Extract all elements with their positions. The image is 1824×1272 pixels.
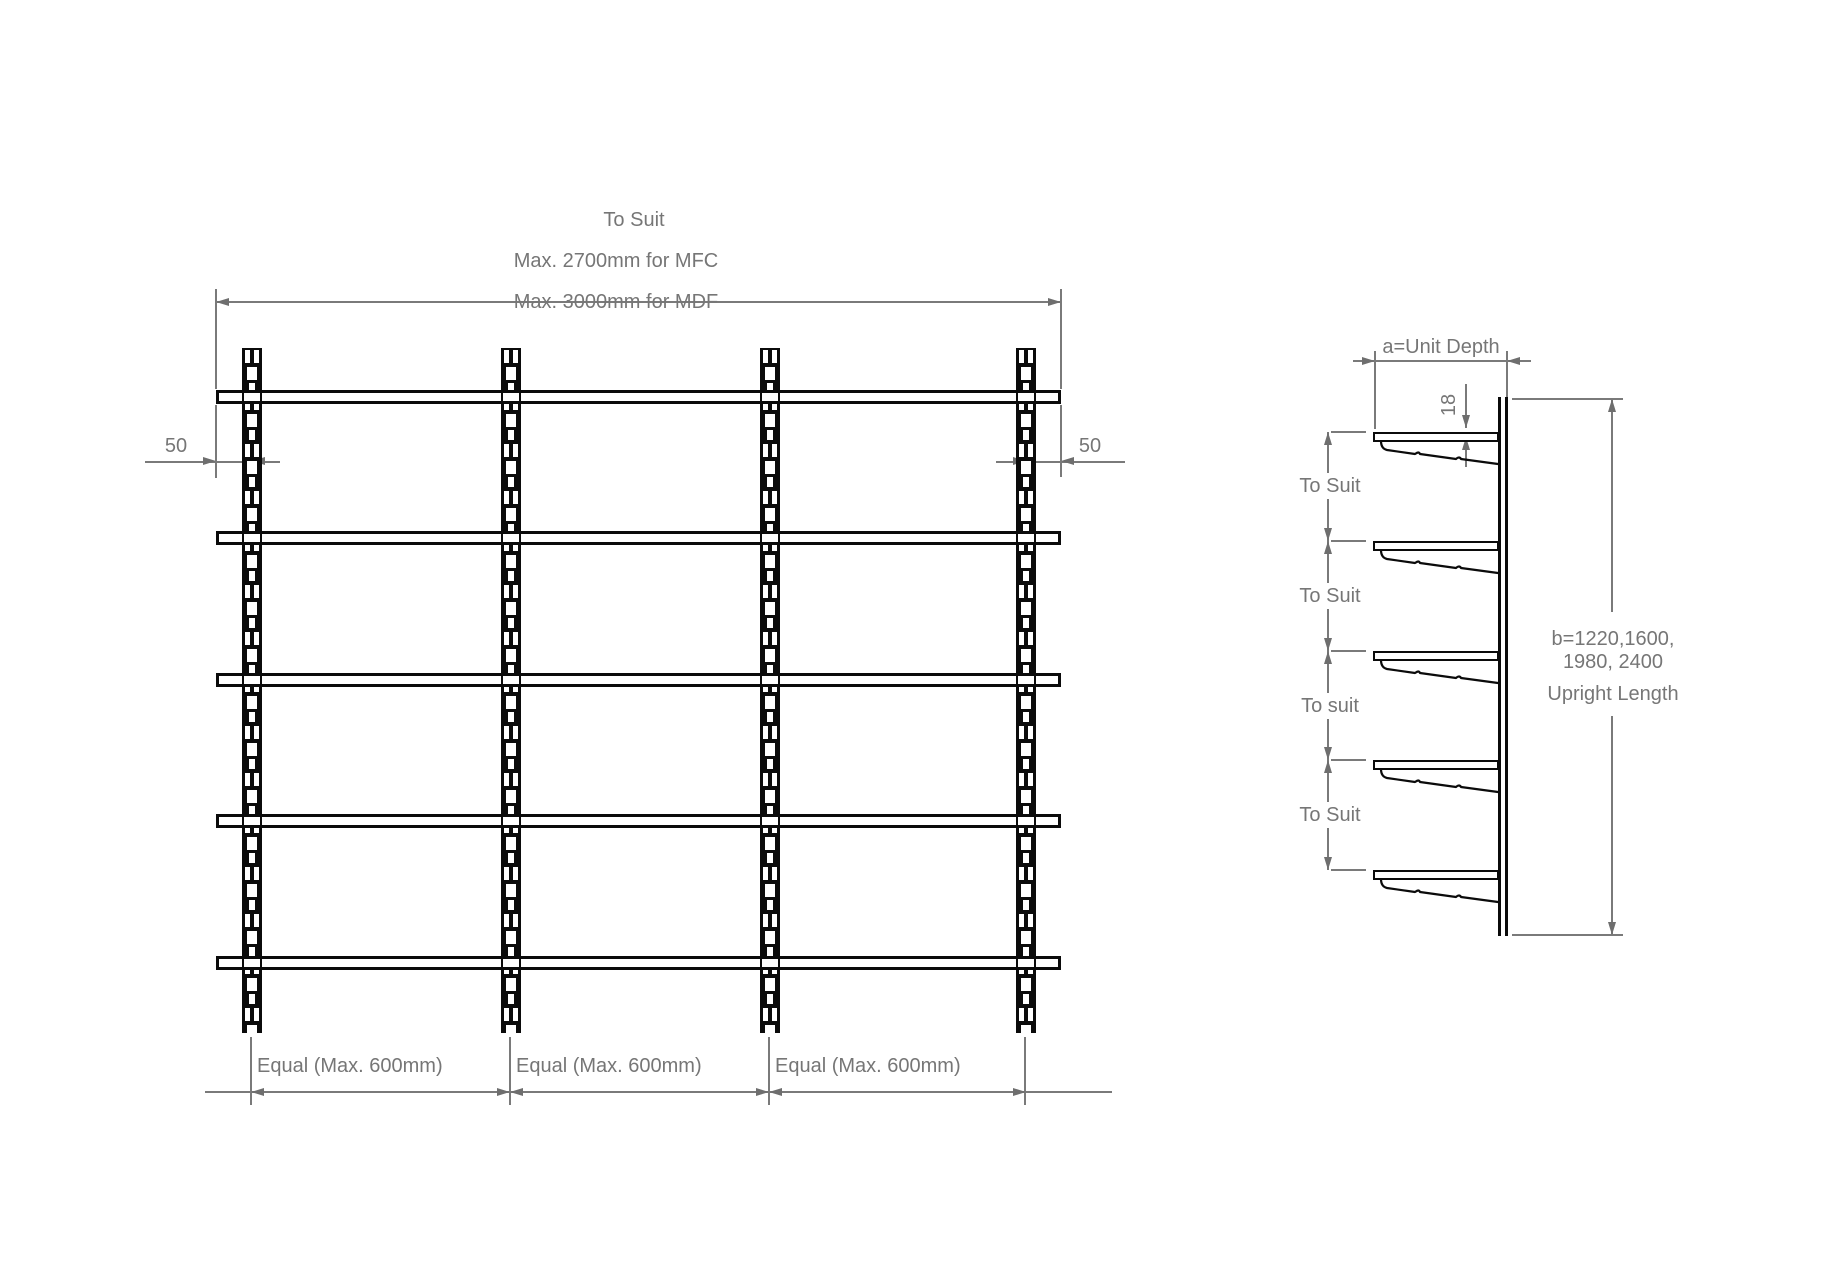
- dim-label-length-1: b=1220,1600,: [1551, 628, 1675, 650]
- arrow-depth-right: [1507, 357, 1520, 365]
- dim-label-spacing-3: Equal (Max. 600mm): [775, 1055, 961, 1077]
- ext-line-depth-back: [1506, 351, 1508, 397]
- arrow-offset-right-b: [1061, 457, 1074, 465]
- dim-label-width-mdf: Max. 3000mm for MDF: [513, 291, 719, 313]
- dim-label-width-to-suit: To Suit: [603, 209, 665, 231]
- dim-line-spacing: [205, 1091, 1112, 1093]
- tick-shelf-5: [1331, 869, 1366, 871]
- shelf-1: [216, 390, 1061, 404]
- dim-label-spacing-2: Equal (Max. 600mm): [516, 1055, 702, 1077]
- arrow-offset-left-a: [203, 457, 216, 465]
- ext-line-right-lower: [1060, 405, 1062, 477]
- dim-label-gap-4: To Suit: [1299, 804, 1361, 826]
- tick-upright-bottom: [1512, 934, 1623, 936]
- dim-label-width-mfc: Max. 2700mm for MFC: [513, 250, 719, 272]
- arrow-width-left: [216, 298, 229, 306]
- arrow-gap-4u: [1324, 760, 1332, 773]
- arrow-length-top: [1608, 399, 1616, 412]
- ext-line-depth-front: [1374, 351, 1376, 429]
- tick-upright-top: [1512, 398, 1623, 400]
- dim-label-unit-depth: a=Unit Depth: [1382, 336, 1500, 358]
- arrow-spacing-2l: [510, 1088, 523, 1096]
- tick-shelf-3: [1331, 650, 1366, 652]
- ext-line-upright-4: [1024, 1037, 1026, 1105]
- arrow-spacing-3r: [1013, 1088, 1026, 1096]
- dim-line-thickness-lower: [1465, 437, 1467, 467]
- dim-label-gap-1: To Suit: [1299, 475, 1361, 497]
- dim-line-gap-seg5: [1327, 828, 1329, 870]
- side-shelf-1: [1373, 432, 1499, 442]
- arrow-gap-2u: [1324, 541, 1332, 554]
- arrow-gap-3u: [1324, 651, 1332, 664]
- ext-line-left-upper: [215, 289, 217, 389]
- upright-3-edge-right: [778, 348, 780, 1033]
- upright-4: [1016, 348, 1036, 1033]
- dim-line-length-lower: [1611, 716, 1613, 935]
- dim-line-gap-seg1: [1327, 432, 1329, 473]
- tick-shelf-4: [1331, 759, 1366, 761]
- arrow-length-bottom: [1608, 922, 1616, 935]
- upright-1-edge-right: [260, 348, 262, 1033]
- side-shelf-5: [1373, 870, 1499, 880]
- upright-1: [242, 348, 262, 1033]
- arrow-gap-top: [1324, 432, 1332, 445]
- dim-label-gap-3: To suit: [1301, 695, 1359, 717]
- dim-line-overall-width: [216, 301, 1061, 303]
- arrow-spacing-1l: [251, 1088, 264, 1096]
- arrow-width-right: [1048, 298, 1061, 306]
- tick-shelf-1: [1331, 431, 1366, 433]
- arrow-spacing-1r: [497, 1088, 510, 1096]
- ext-line-right-upper: [1060, 289, 1062, 389]
- side-upright-bar: [1498, 397, 1508, 936]
- dim-label-thickness: 18: [1438, 393, 1460, 417]
- arrow-gap-3d: [1324, 747, 1332, 760]
- dim-line-unit-depth: [1353, 360, 1531, 362]
- dim-label-gap-2: To Suit: [1299, 585, 1361, 607]
- arrow-gap-2d: [1324, 638, 1332, 651]
- ext-line-left-lower: [215, 405, 217, 478]
- upright-2-edge-right: [519, 348, 521, 1033]
- upright-3-edge-left: [760, 348, 762, 1033]
- arrow-thickness-bottom: [1462, 437, 1470, 450]
- shelf-brackets: [1379, 439, 1500, 904]
- dim-label-length-3: Upright Length: [1547, 683, 1679, 705]
- dim-line-thickness-upper: [1465, 384, 1467, 428]
- tick-shelf-2: [1331, 540, 1366, 542]
- dim-label-spacing-1: Equal (Max. 600mm): [257, 1055, 443, 1077]
- side-shelf-3: [1373, 651, 1499, 661]
- side-shelf-4: [1373, 760, 1499, 770]
- dim-label-offset-left: 50: [164, 435, 188, 457]
- upright-4-edge-right: [1034, 348, 1036, 1033]
- arrow-spacing-2r: [756, 1088, 769, 1096]
- arrow-gap-bottom: [1324, 857, 1332, 870]
- ext-line-upright-2: [509, 1037, 511, 1105]
- shelf-4: [216, 814, 1061, 828]
- ext-line-upright-3: [768, 1037, 770, 1105]
- upright-3: [760, 348, 780, 1033]
- dim-line-length-upper: [1611, 399, 1613, 612]
- arrow-thickness-top: [1462, 415, 1470, 428]
- ext-line-upright-1: [250, 1037, 252, 1105]
- shelf-5: [216, 956, 1061, 970]
- arrow-spacing-3l: [769, 1088, 782, 1096]
- upright-4-edge-left: [1016, 348, 1018, 1033]
- dim-label-offset-right: 50: [1078, 435, 1102, 457]
- shelf-2: [216, 531, 1061, 545]
- arrow-gap-1d: [1324, 528, 1332, 541]
- upright-1-edge-left: [242, 348, 244, 1033]
- dim-label-length-2: 1980, 2400: [1562, 651, 1664, 673]
- shelf-3: [216, 673, 1061, 687]
- upright-2: [501, 348, 521, 1033]
- side-shelf-2: [1373, 541, 1499, 551]
- arrow-depth-left: [1362, 357, 1375, 365]
- upright-2-edge-left: [501, 348, 503, 1033]
